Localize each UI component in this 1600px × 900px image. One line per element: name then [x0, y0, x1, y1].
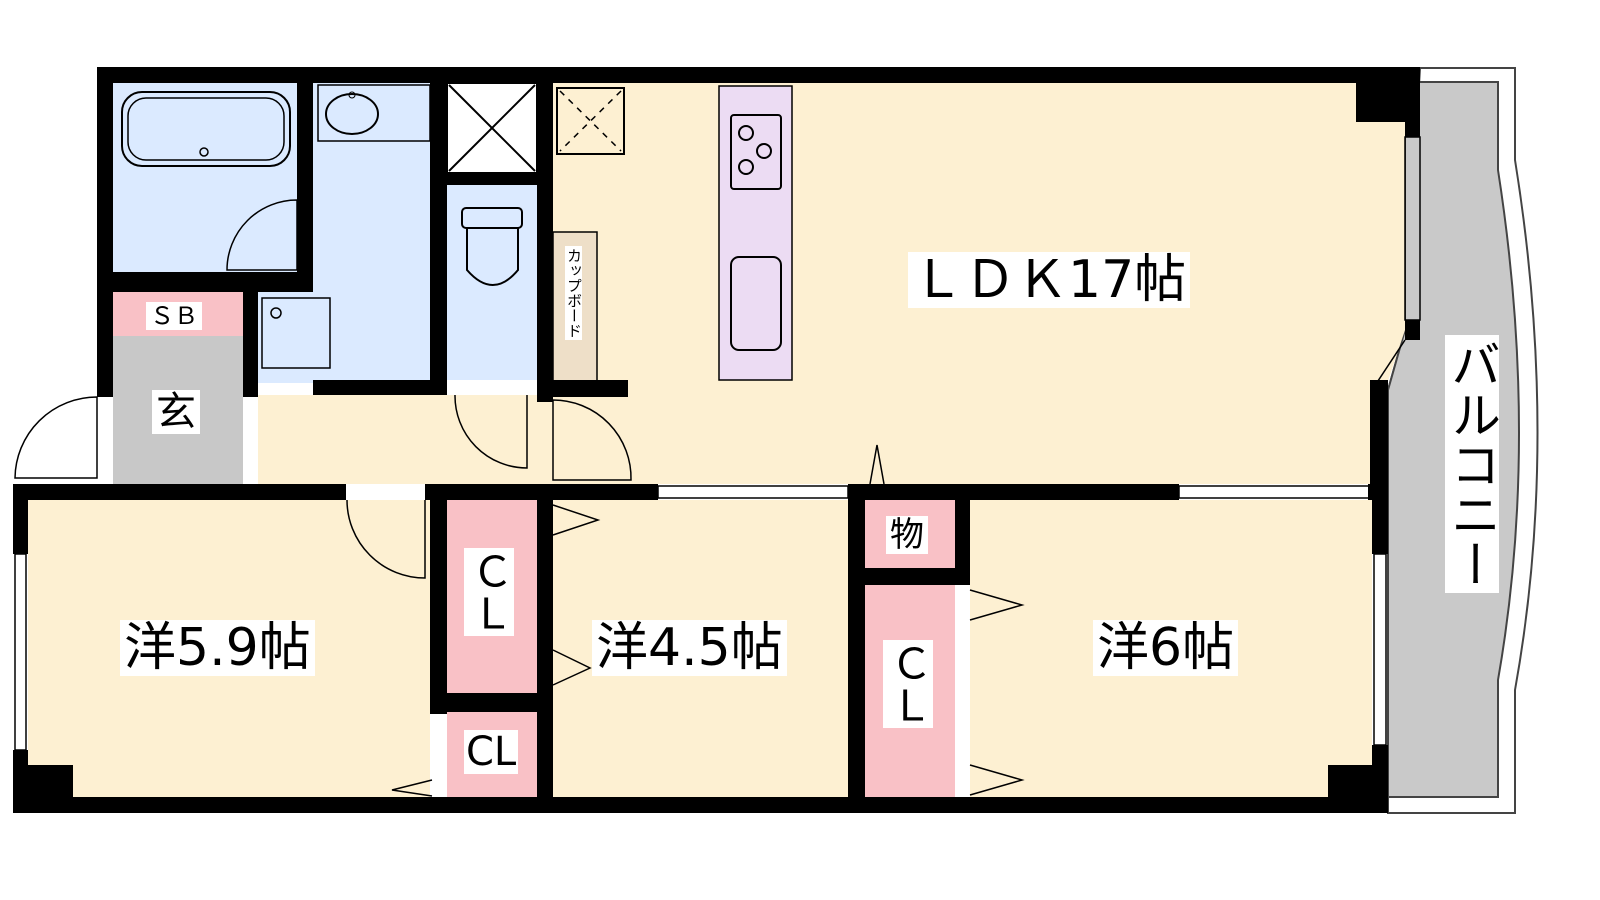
- shoe-box-label: ＳＢ: [146, 302, 202, 330]
- western-room-1-label: 洋5.9帖: [120, 620, 315, 676]
- kitchen-sink-icon: [730, 256, 782, 351]
- hallway-floor: [258, 395, 553, 484]
- fridge-space: [556, 87, 625, 155]
- cupboard-label: カップボード: [565, 246, 583, 340]
- toilet-room: [447, 185, 537, 380]
- closet-1-label: ＣＬ: [464, 548, 514, 636]
- window: [1404, 136, 1421, 321]
- toilet-door: [454, 394, 528, 469]
- closet-2-label: CL: [464, 729, 519, 775]
- stove-icon: [730, 114, 782, 190]
- closet-3-label: ＣＬ: [883, 640, 933, 728]
- bath-door: [226, 199, 298, 271]
- entry-door: [14, 396, 98, 479]
- balcony-label: バルコニー: [1443, 335, 1501, 593]
- washroom: [313, 83, 430, 383]
- window: [14, 553, 27, 751]
- bathtub-icon: [121, 91, 291, 167]
- window: [1373, 553, 1387, 746]
- window: [657, 485, 849, 499]
- entrance-label: 玄: [152, 390, 200, 434]
- storage-label: 物: [886, 516, 928, 554]
- walls: [13, 67, 1420, 813]
- western-room-2-label: 洋4.5帖: [592, 620, 787, 676]
- ldk-label: ＬＤＫ17帖: [908, 252, 1191, 308]
- toilet-icon: [461, 207, 523, 286]
- washing-pan-icon: [261, 297, 331, 369]
- western-room-3-label: 洋6帖: [1093, 620, 1239, 676]
- window: [1178, 485, 1370, 499]
- room1-door: [346, 499, 426, 579]
- bathroom: [113, 83, 297, 272]
- ldk-door: [552, 399, 632, 481]
